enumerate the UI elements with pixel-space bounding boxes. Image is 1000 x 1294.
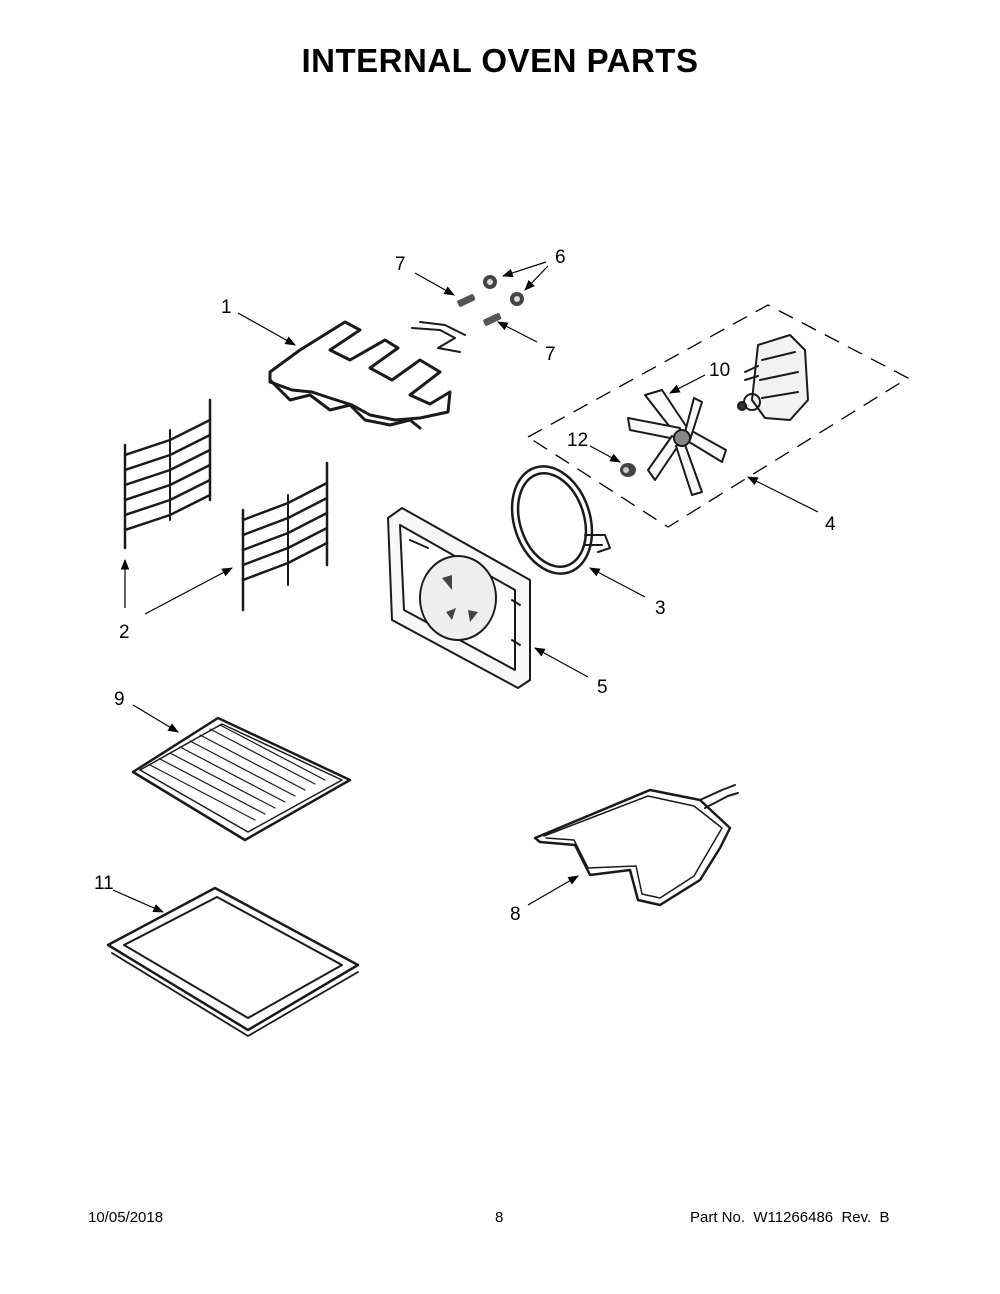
oven-rack-part [131,716,352,842]
bake-element-part [533,784,739,907]
callout-10: 10 [709,360,730,381]
callout-5: 5 [597,677,608,698]
rack-support-left-part [123,398,212,550]
footer-part-number: Part No. W11266486 Rev. B [690,1209,890,1226]
oven-tray-part [106,886,360,1037]
callout-4: 4 [825,514,836,535]
convection-element-part [510,465,611,575]
callout-9: 9 [114,689,125,710]
fan-cover-part [387,507,531,689]
callout-1: 1 [221,297,232,318]
callout-3: 3 [655,598,666,619]
fan-blade-part [627,389,727,496]
nut-part [483,275,524,306]
insulator-part [457,294,502,326]
callout-6: 6 [555,247,566,268]
page-title: INTERNAL OVEN PARTS [301,42,699,79]
rack-support-right-part [241,461,329,612]
callout-8: 8 [510,904,521,925]
callout-7-top: 7 [395,254,406,275]
broil-element-part [268,320,466,430]
leader-lines [112,261,819,913]
callout-2: 2 [119,622,130,643]
convection-motor-assembly-boundary [526,304,910,528]
callout-11: 11 [94,873,114,894]
callout-7-bottom: 7 [545,344,556,365]
callout-12: 12 [567,430,588,451]
footer-date: 10/05/2018 [88,1209,164,1226]
convection-motor-part [737,334,809,421]
fan-nut-part [620,463,636,477]
footer-page-number: 8 [495,1209,504,1226]
